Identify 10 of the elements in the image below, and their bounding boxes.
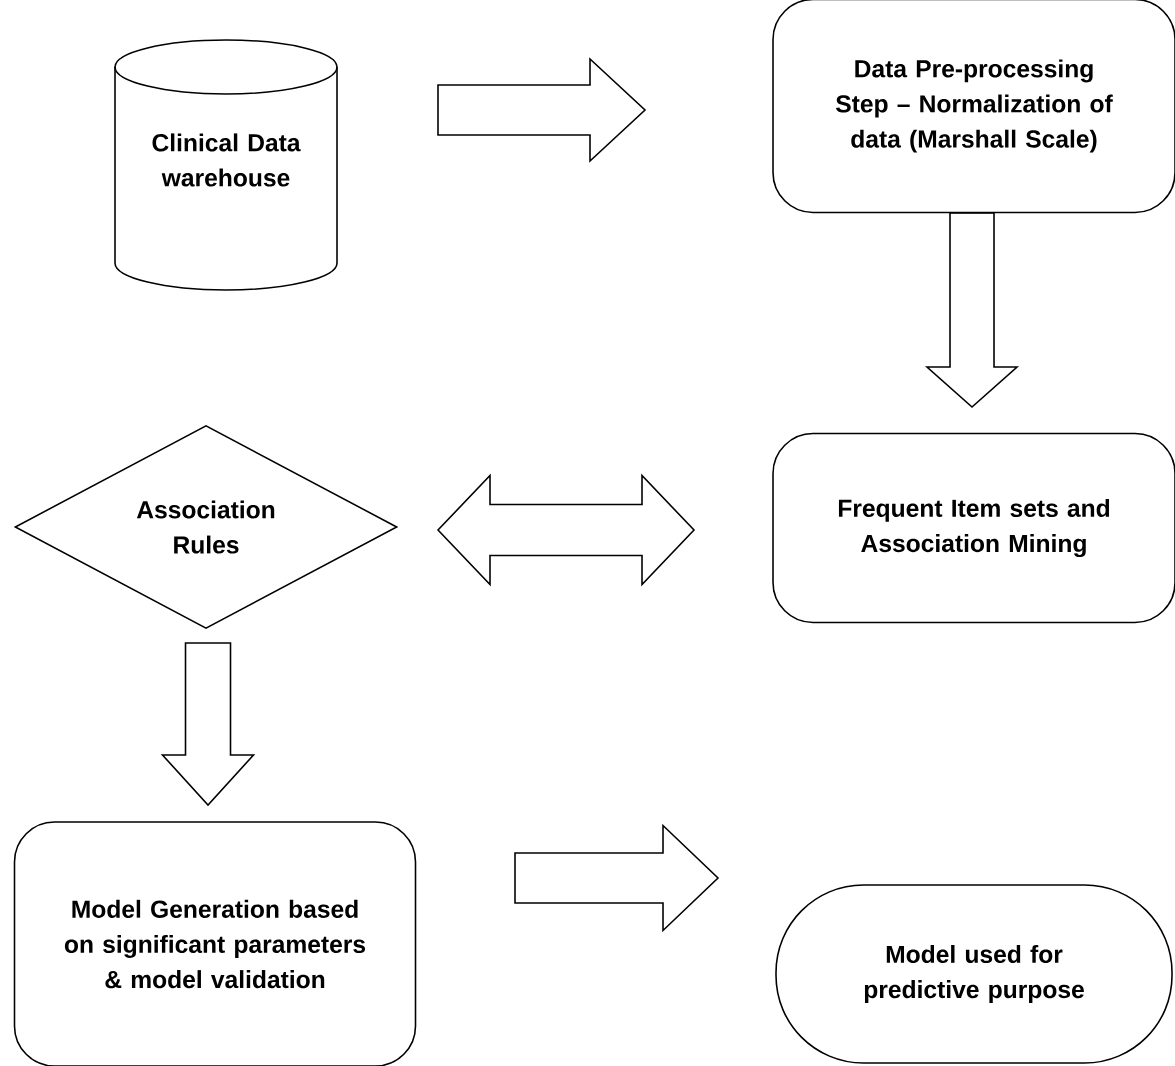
process-box: Frequent Item sets and Association Mining	[772, 432, 1175, 624]
block-arrow	[924, 212, 1020, 409]
database-cylinder: Clinical Data warehouse	[114, 39, 338, 291]
block-arrow	[437, 57, 647, 163]
terminal-box: Model used for predictive purpose	[775, 884, 1173, 1064]
block-arrow	[160, 642, 256, 807]
node-label: Clinical Data warehouse	[152, 133, 301, 187]
block-arrow	[514, 823, 720, 933]
process-box: Data Pre-processing Step – Normalization of data (Marshall Scale)	[772, 0, 1175, 214]
process-box: Model Generation based on significant parameters & model validation	[13, 821, 417, 1066]
